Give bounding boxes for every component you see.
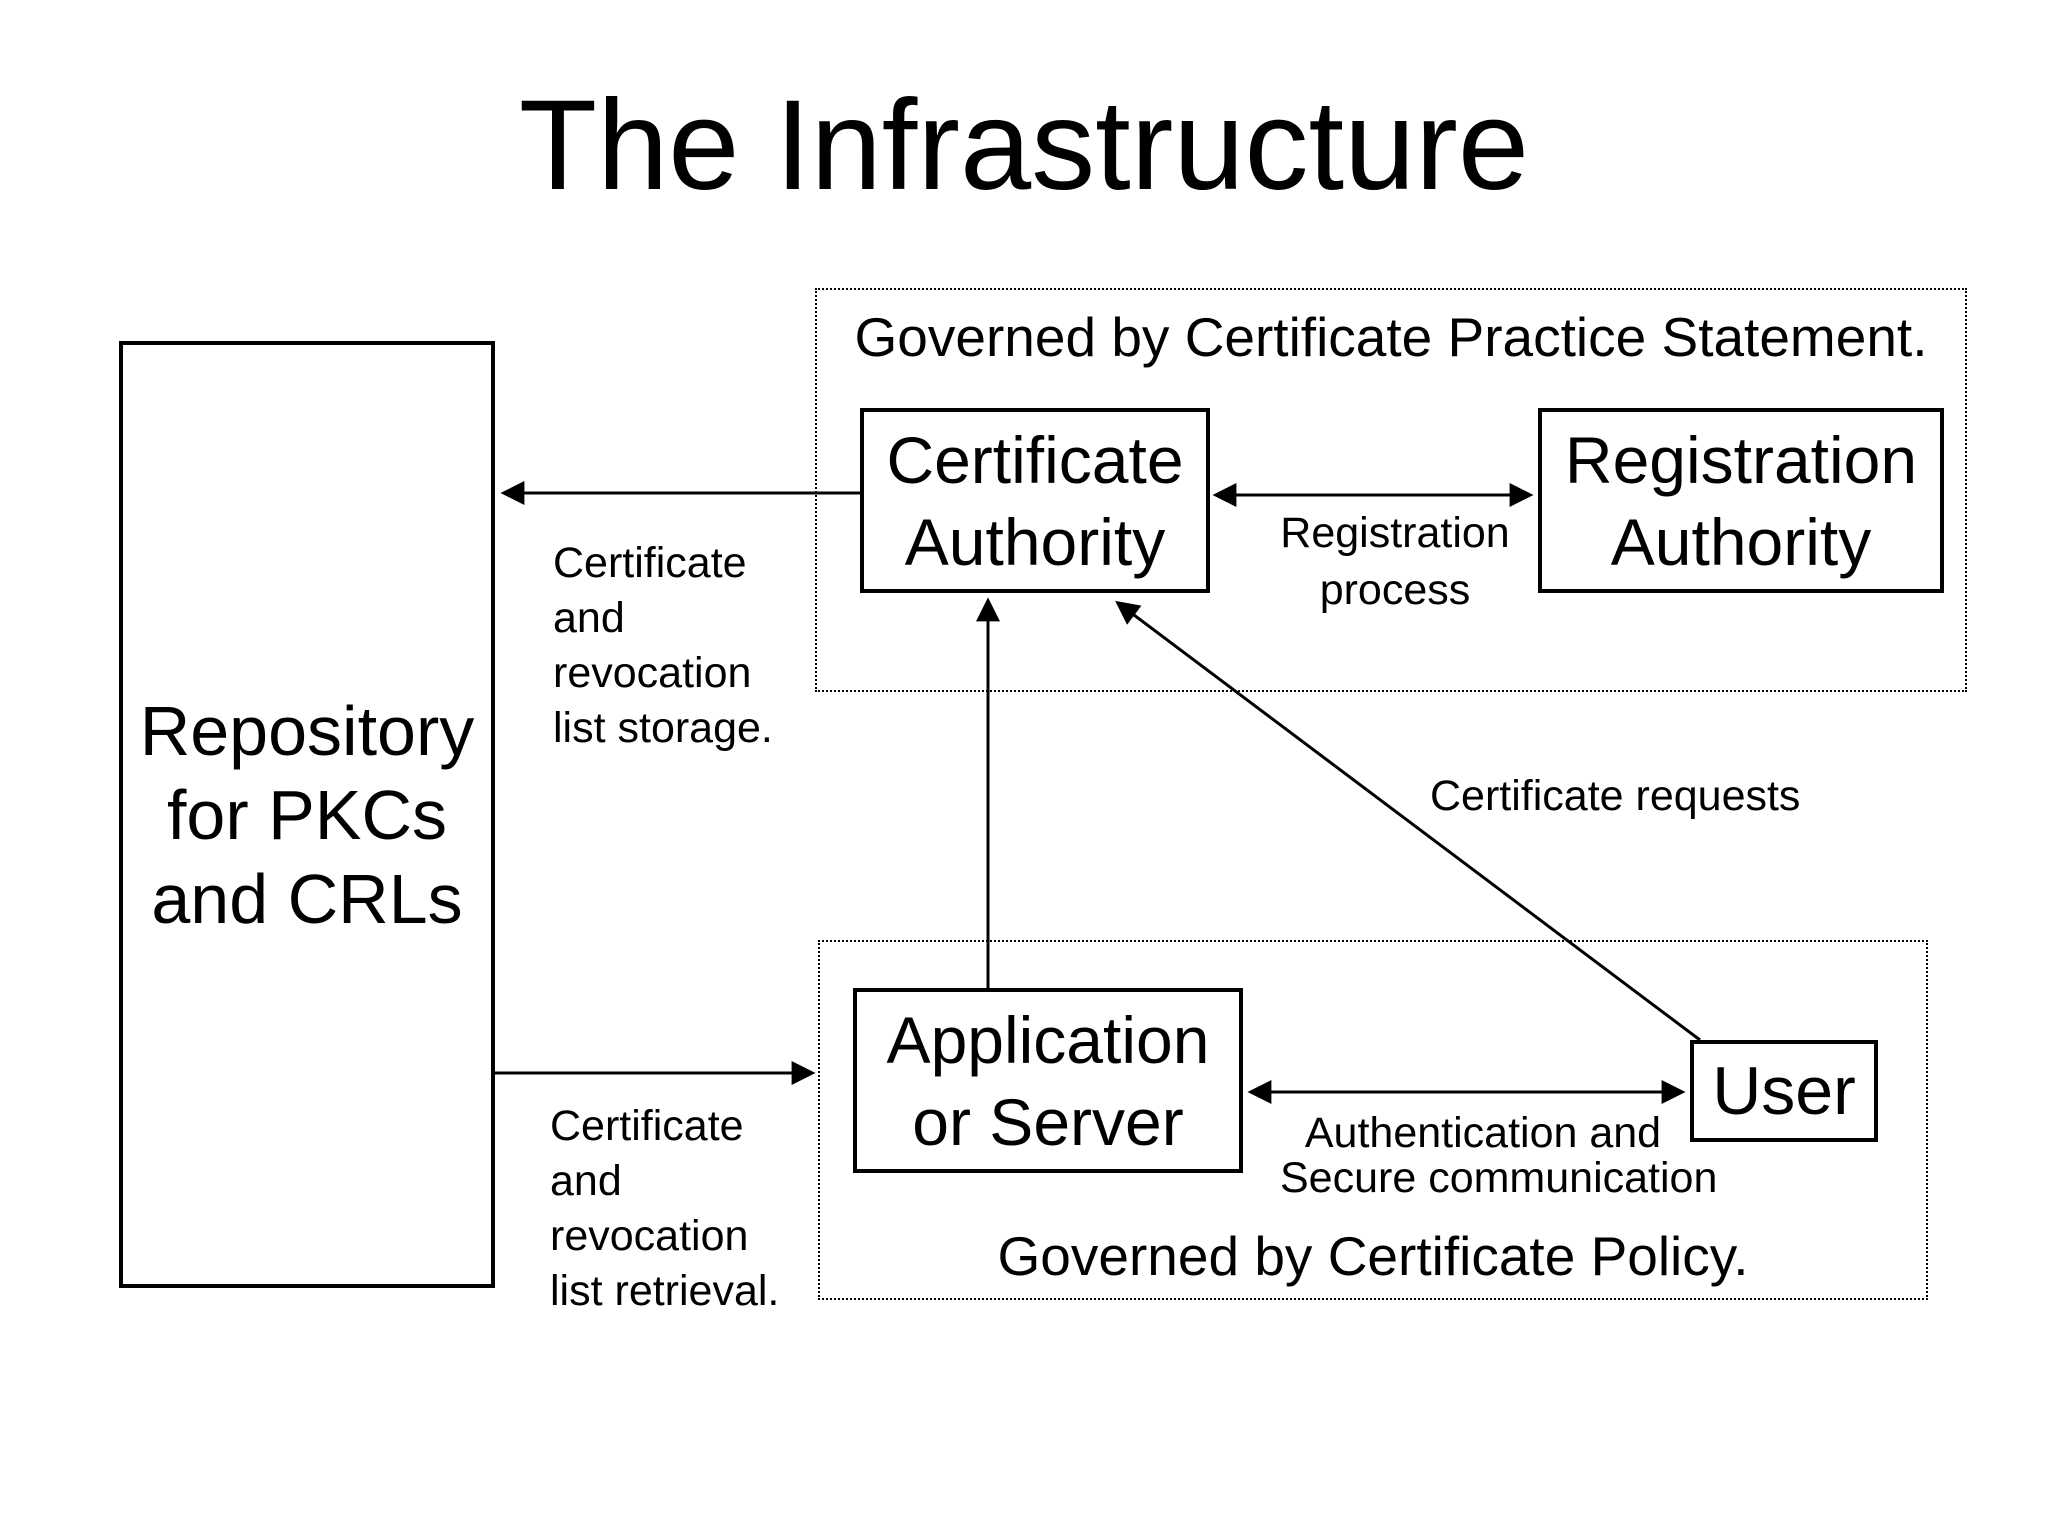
label-retrieval-line: Certificate (550, 1102, 744, 1150)
node-certificate-authority: Certificate Authority (860, 408, 1210, 593)
label-certificate-requests: Certificate requests (1430, 772, 1801, 820)
label-authentication: Authentication and Secure communication (1280, 1109, 1718, 1202)
node-registration-authority-line: Registration (1564, 422, 1918, 497)
label-registration-process-line: process (1319, 566, 1471, 614)
label-authentication-line: Authentication and (1304, 1109, 1662, 1157)
node-application-or-server-line: or Server (912, 1084, 1184, 1159)
label-registration-process-line: Registration (1280, 509, 1510, 557)
node-certificate-authority-line: Certificate (886, 422, 1184, 497)
label-storage-line: and (553, 594, 625, 642)
group-practice-statement: Governed by Certificate Practice Stateme… (815, 288, 1967, 692)
node-repository-line: and CRLs (151, 859, 463, 938)
group-certificate-policy: Governed by Certificate Policy. (818, 940, 1928, 1300)
node-user-line: User (1712, 1053, 1856, 1129)
node-registration-authority-line: Authority (1610, 504, 1872, 579)
label-storage-line: revocation (553, 649, 752, 697)
group-certificate-policy-caption: Governed by Certificate Policy. (997, 1225, 1749, 1287)
label-registration-process: Registration process (1195, 505, 1595, 619)
label-retrieval: Certificate and revocation list retrieva… (550, 1099, 779, 1319)
node-repository: Repository for PKCs and CRLs (119, 341, 495, 1288)
label-storage-line: Certificate (553, 539, 747, 587)
arrow-certificate-requests (1115, 600, 1701, 1042)
label-authentication-line: Secure communication (1280, 1154, 1718, 1202)
node-certificate-authority-line: Authority (904, 504, 1166, 579)
label-storage-line: list storage. (553, 704, 773, 752)
node-repository-line: Repository (139, 691, 475, 770)
label-retrieval-line: revocation (550, 1212, 749, 1260)
node-registration-authority: Registration Authority (1538, 408, 1944, 593)
page-title: The Infrastructure (518, 74, 1530, 217)
node-user: User (1690, 1040, 1878, 1142)
node-application-or-server: Application or Server (853, 988, 1243, 1173)
node-application-or-server-line: Application (886, 1002, 1210, 1077)
label-retrieval-line: list retrieval. (550, 1267, 780, 1315)
label-retrieval-line: and (550, 1157, 622, 1205)
node-repository-line: for PKCs (166, 775, 448, 854)
group-practice-statement-caption: Governed by Certificate Practice Stateme… (854, 306, 1928, 368)
label-storage: Certificate and revocation list storage. (553, 536, 773, 756)
